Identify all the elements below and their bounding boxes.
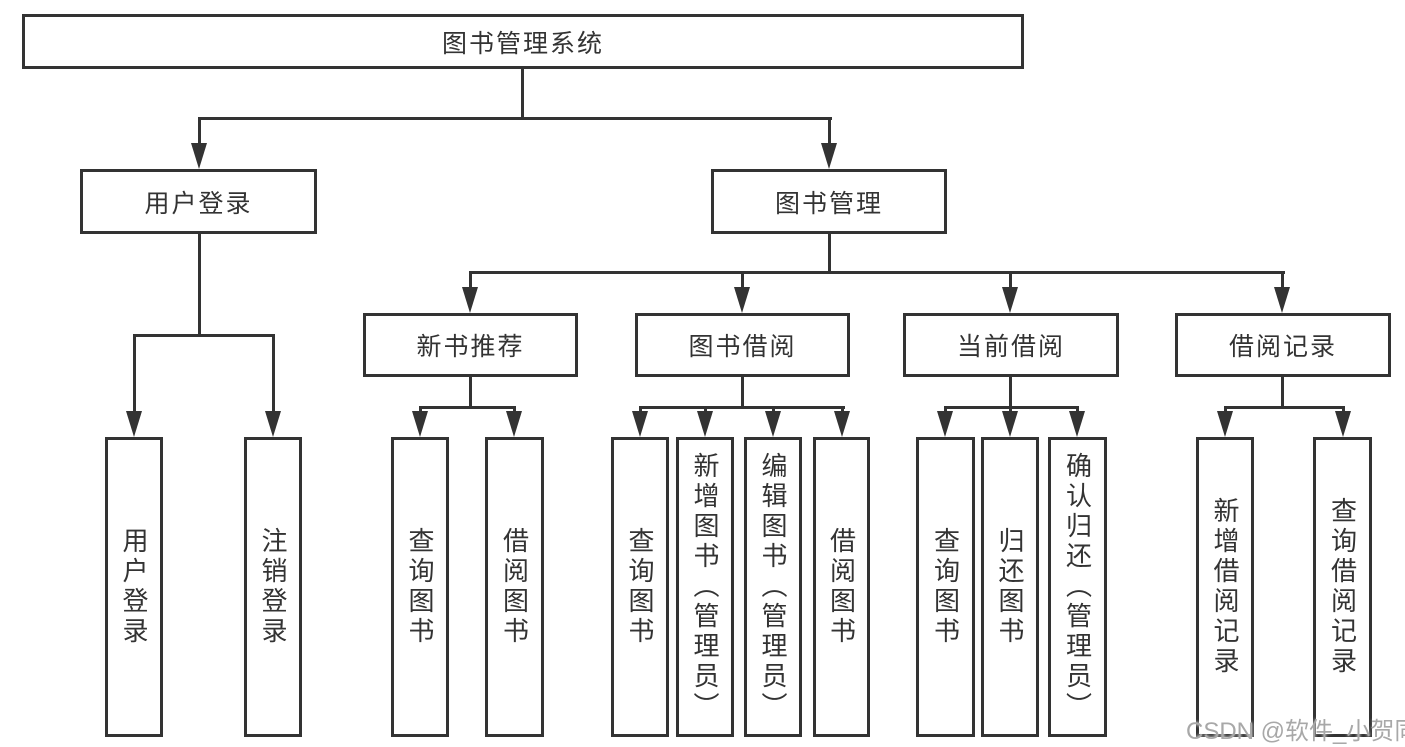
leaf-edit-book-admin-label: 编辑图书（管理员） xyxy=(758,452,788,722)
leaf-add-borrow-record: 新增借阅记录 xyxy=(1196,437,1254,737)
arrow-down-icon xyxy=(834,411,850,437)
leaf-return-books-label: 归还图书 xyxy=(995,527,1025,647)
leaf-query-books-borrow: 查询图书 xyxy=(611,437,669,737)
connector-line xyxy=(469,377,472,409)
connector-line xyxy=(198,234,201,335)
leaf-confirm-return-admin-label: 确认归还（管理员） xyxy=(1062,452,1093,722)
arrow-down-icon xyxy=(937,411,953,437)
connector-line xyxy=(1224,406,1345,409)
connector-line xyxy=(521,68,524,118)
arrow-down-icon xyxy=(191,143,207,169)
connector-line xyxy=(1281,271,1284,293)
connector-line xyxy=(469,271,472,293)
node-book-borrowing: 图书借阅 xyxy=(635,313,850,377)
node-book-management-label: 图书管理 xyxy=(774,189,883,218)
arrow-down-icon xyxy=(734,287,750,313)
leaf-logout: 注销登录 xyxy=(244,437,302,737)
arrow-down-icon xyxy=(265,411,281,437)
connector-line xyxy=(639,406,845,409)
node-new-book-recommendation: 新书推荐 xyxy=(363,313,578,377)
node-book-borrowing-label: 图书借阅 xyxy=(688,333,797,361)
node-borrowing-records-label: 借阅记录 xyxy=(1228,333,1337,361)
arrow-down-icon xyxy=(1335,411,1351,437)
watermark: CSDN @软件_小贺同学 xyxy=(1186,718,1405,745)
connector-line xyxy=(133,334,275,337)
leaf-add-borrow-record-label: 新增借阅记录 xyxy=(1210,497,1240,677)
node-borrowing-records: 借阅记录 xyxy=(1175,313,1391,377)
connector-line xyxy=(469,271,1285,274)
connector-line xyxy=(272,334,275,415)
leaf-query-borrow-record: 查询借阅记录 xyxy=(1313,437,1372,737)
leaf-query-books-recommend-label: 查询图书 xyxy=(405,527,435,647)
leaf-add-book-admin: 新增图书（管理员） xyxy=(676,437,734,737)
arrow-down-icon xyxy=(462,287,478,313)
leaf-confirm-return-admin: 确认归还（管理员） xyxy=(1048,437,1107,737)
node-user-login: 用户登录 xyxy=(80,169,317,234)
leaf-edit-book-admin: 编辑图书（管理员） xyxy=(744,437,802,737)
connector-line xyxy=(828,234,831,273)
node-root-label: 图书管理系统 xyxy=(441,29,604,58)
leaf-borrow-books-borrow-label: 借阅图书 xyxy=(826,527,857,647)
node-root: 图书管理系统 xyxy=(22,14,1024,69)
connector-line xyxy=(741,377,744,409)
arrow-down-icon xyxy=(821,143,837,169)
arrow-down-icon xyxy=(1002,287,1018,313)
arrow-down-icon xyxy=(412,411,428,437)
node-current-borrowing-label: 当前借阅 xyxy=(956,333,1065,361)
connector-line xyxy=(198,117,201,149)
arrow-down-icon xyxy=(765,411,781,437)
connector-line xyxy=(419,406,516,409)
node-current-borrowing: 当前借阅 xyxy=(903,313,1119,377)
arrow-down-icon xyxy=(632,411,648,437)
arrow-down-icon xyxy=(126,411,142,437)
leaf-query-books-current-label: 查询图书 xyxy=(930,527,961,647)
leaf-user-login: 用户登录 xyxy=(105,437,163,737)
leaf-logout-label: 注销登录 xyxy=(258,527,288,647)
node-book-management: 图书管理 xyxy=(711,169,947,234)
leaf-return-books: 归还图书 xyxy=(981,437,1039,737)
arrow-down-icon xyxy=(1274,287,1290,313)
leaf-query-books-borrow-label: 查询图书 xyxy=(625,527,655,647)
connector-line xyxy=(741,271,744,293)
leaf-borrow-books-borrow: 借阅图书 xyxy=(813,437,870,737)
connector-line xyxy=(1009,377,1012,409)
leaf-user-login-label: 用户登录 xyxy=(119,527,149,647)
arrow-down-icon xyxy=(1002,411,1018,437)
arrow-down-icon xyxy=(1069,411,1085,437)
connector-line xyxy=(1009,271,1012,293)
node-user-login-label: 用户登录 xyxy=(144,189,253,218)
connector-line xyxy=(1281,377,1284,409)
leaf-borrow-books-recommend-label: 借阅图书 xyxy=(499,527,530,647)
leaf-query-books-recommend: 查询图书 xyxy=(391,437,449,737)
leaf-add-book-admin-label: 新增图书（管理员） xyxy=(690,452,720,722)
connector-line xyxy=(828,117,831,149)
connector-line xyxy=(198,117,832,120)
node-new-book-recommendation-label: 新书推荐 xyxy=(416,333,525,361)
arrow-down-icon xyxy=(697,411,713,437)
leaf-borrow-books-recommend: 借阅图书 xyxy=(485,437,544,737)
leaf-query-books-current: 查询图书 xyxy=(916,437,975,737)
leaf-query-borrow-record-label: 查询借阅记录 xyxy=(1327,497,1358,677)
connector-line xyxy=(133,334,136,415)
arrow-down-icon xyxy=(506,411,522,437)
arrow-down-icon xyxy=(1217,411,1233,437)
